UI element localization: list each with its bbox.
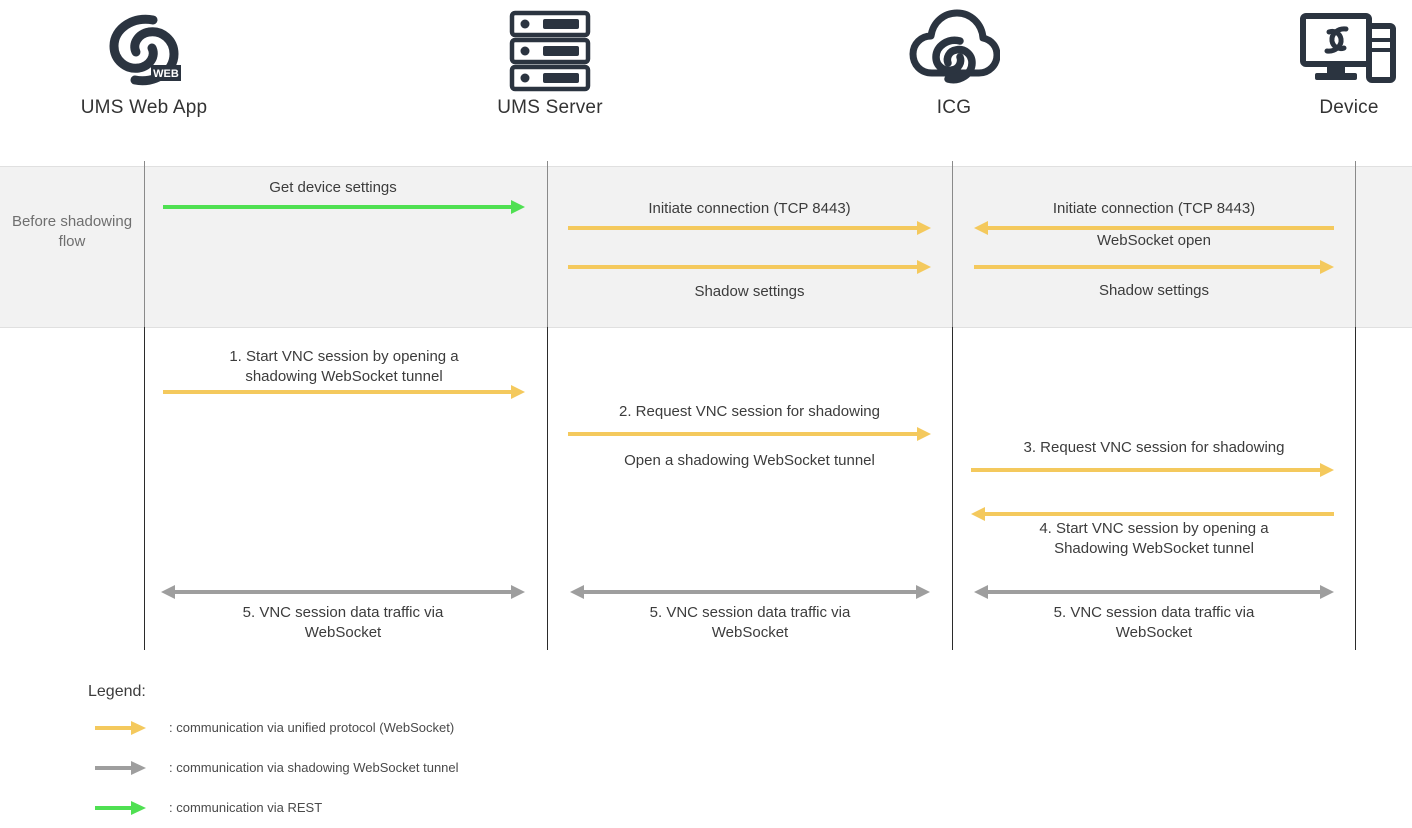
participant-icg: ICG — [854, 2, 1054, 119]
lifeline-device — [1355, 327, 1356, 650]
message-label-step-3: 3. Request VNC session for shadowing — [1023, 439, 1285, 456]
message-arrow-step-5-a — [161, 584, 525, 599]
legend-item-rest: : communication via REST — [95, 800, 322, 815]
arrow-head-left-icon — [971, 506, 985, 521]
svg-text:WEB: WEB — [153, 68, 179, 80]
message-label-initiate-connection-server: Initiate connection (TCP 8443) — [648, 200, 851, 217]
participant-label: UMS Web App — [80, 97, 208, 118]
arrow-shaft — [568, 432, 919, 436]
lifeline-ums-server-band — [547, 161, 548, 327]
arrow-head-left-icon — [570, 584, 584, 599]
lifeline-ums-web-app-band — [144, 161, 145, 327]
message-label-step-1: 1. Start VNC session by opening a shadow… — [229, 348, 459, 386]
message-arrow-step-5-c — [974, 584, 1334, 599]
arrow-right-yellow-icon — [95, 720, 147, 735]
arrow-head-right-icon — [511, 384, 525, 399]
lifeline-icg-band — [952, 161, 953, 327]
legend-arrow-shaft — [95, 766, 133, 770]
arrow-head-right-icon — [511, 199, 525, 214]
message-label-websocket-open: WebSocket open — [1097, 232, 1211, 249]
legend-item-unified-protocol: : communication via unified protocol (We… — [95, 720, 454, 735]
participant-label: Device — [1319, 97, 1379, 118]
cloud-gateway-icon — [854, 2, 1054, 97]
message-label-shadow-settings-device: Shadow settings — [1098, 282, 1210, 299]
message-arrow-step-4 — [971, 506, 1334, 521]
arrow-head-left-icon — [161, 584, 175, 599]
arrow-shaft — [173, 590, 513, 594]
arrow-head-right-icon — [1320, 462, 1334, 477]
arrow-shaft — [986, 590, 1322, 594]
arrow-shaft — [163, 390, 513, 394]
legend-item-label: : communication via REST — [169, 800, 323, 815]
legend-title: Legend: — [88, 683, 146, 700]
participant-ums-web-app: WEB UMS Web App — [44, 2, 244, 119]
message-label-step-2-sub: Open a shadowing WebSocket tunnel — [624, 452, 875, 469]
arrow-shaft — [983, 512, 1334, 516]
arrow-shaft — [582, 590, 918, 594]
arrow-head-left-icon — [974, 220, 988, 235]
message-arrow-shadow-settings-device — [974, 259, 1334, 274]
arrow-head-right-icon — [1320, 259, 1334, 274]
arrow-right-gray-icon — [95, 760, 147, 775]
participant-device: Device — [1249, 2, 1412, 119]
message-arrow-step-3 — [971, 462, 1334, 477]
lifeline-icg — [952, 327, 953, 650]
message-label-step-5-b: 5. VNC session data traffic via WebSocke… — [649, 604, 851, 642]
arrow-head-right-icon — [511, 584, 525, 599]
arrow-right-green-icon — [95, 800, 147, 815]
arrow-head-right-icon — [917, 220, 931, 235]
legend-item-shadowing-tunnel: : communication via shadowing WebSocket … — [95, 760, 459, 775]
legend-arrow-head-icon — [131, 760, 146, 775]
message-arrow-initiate-connection-device — [974, 220, 1334, 235]
message-arrow-step-5-b — [570, 584, 930, 599]
arrow-shaft — [974, 265, 1322, 269]
participant-label: ICG — [936, 97, 972, 118]
message-arrow-shadow-settings-server — [568, 259, 931, 274]
server-rack-icon — [450, 2, 650, 97]
arrow-head-right-icon — [1320, 584, 1334, 599]
monitor-device-icon — [1249, 2, 1412, 97]
legend-item-label: : communication via shadowing WebSocket … — [169, 760, 459, 775]
band-label: Before shadowing flow — [11, 213, 133, 251]
arrow-head-right-icon — [917, 259, 931, 274]
message-label-step-2: 2. Request VNC session for shadowing — [619, 403, 880, 420]
arrow-shaft — [986, 226, 1334, 230]
arrow-head-left-icon — [974, 584, 988, 599]
arrow-shaft — [163, 205, 513, 209]
lifeline-device-band — [1355, 161, 1356, 327]
lifeline-ums-web-app — [144, 327, 145, 650]
before-shadowing-band — [0, 166, 1412, 328]
message-arrow-initiate-connection-server — [568, 220, 931, 235]
message-label-step-4: 4. Start VNC session by opening a Shadow… — [1039, 520, 1269, 558]
arrow-head-right-icon — [916, 584, 930, 599]
participant-ums-server: UMS Server — [450, 2, 650, 119]
message-label-get-device-settings: Get device settings — [269, 179, 397, 196]
legend-arrow-shaft — [95, 726, 133, 730]
legend-item-label: : communication via unified protocol (We… — [169, 720, 455, 735]
arrow-shaft — [568, 265, 919, 269]
legend-arrow-shaft — [95, 806, 133, 810]
arrow-shaft — [971, 468, 1322, 472]
message-arrow-step-2 — [568, 426, 931, 441]
legend-arrow-head-icon — [131, 720, 146, 735]
message-label-shadow-settings-server: Shadow settings — [694, 283, 805, 300]
arrow-shaft — [568, 226, 919, 230]
legend-arrow-head-icon — [131, 800, 146, 815]
message-arrow-step-1 — [163, 384, 525, 399]
arrow-head-right-icon — [917, 426, 931, 441]
ums-web-app-logo-icon: WEB — [44, 2, 244, 97]
participant-label: UMS Server — [497, 97, 603, 118]
message-label-step-5-c: 5. VNC session data traffic via WebSocke… — [1053, 604, 1255, 642]
message-arrow-get-device-settings — [163, 199, 525, 214]
message-label-step-5-a: 5. VNC session data traffic via WebSocke… — [242, 604, 444, 642]
lifeline-ums-server — [547, 327, 548, 650]
message-label-initiate-connection-device: Initiate connection (TCP 8443) — [1052, 200, 1256, 217]
